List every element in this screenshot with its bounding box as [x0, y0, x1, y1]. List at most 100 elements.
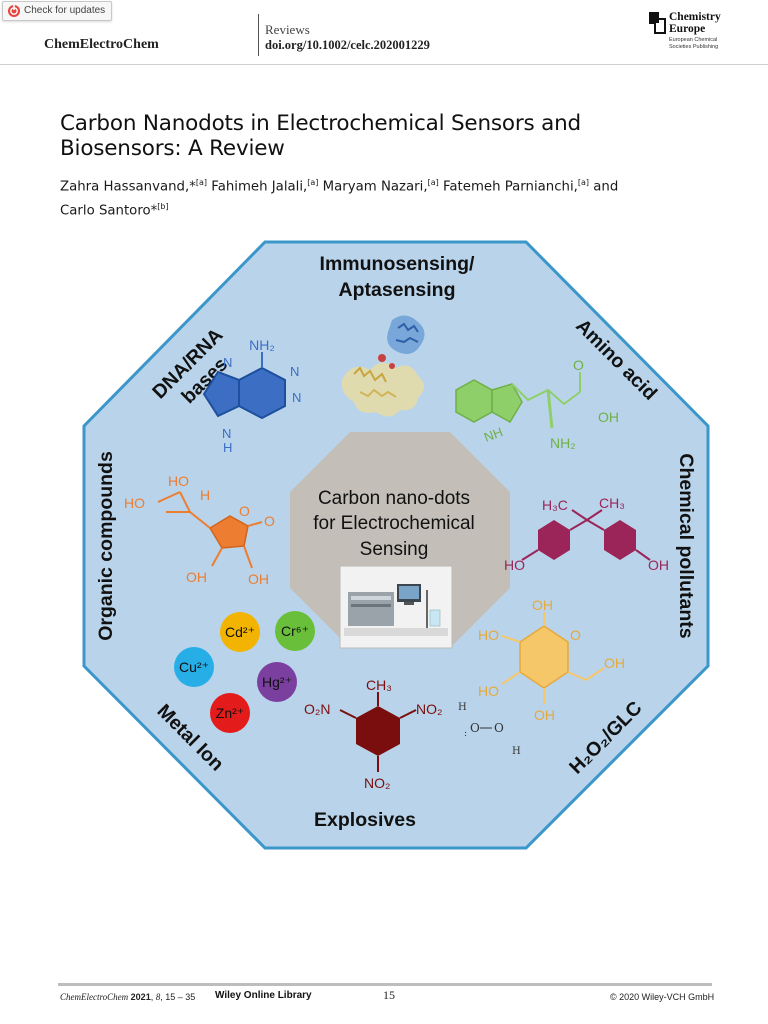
ion-hg-label: Hg²⁺ — [262, 674, 292, 690]
tryptophan-molecule: O OH NH NH₂ — [455, 357, 619, 451]
page-number: 15 — [383, 988, 395, 1002]
glucose-ho-left: HO — [478, 627, 499, 643]
ascorbic-o-carbonyl: O — [264, 513, 275, 529]
adenine-n-2: N — [290, 364, 299, 379]
peroxide-h-1: H — [458, 702, 467, 713]
ion-cr — [275, 611, 315, 651]
bisphenol-h3c: H₃C — [542, 497, 568, 513]
tryptophan-nh2: NH₂ — [550, 435, 576, 451]
publisher-name-line1: Chemistry — [669, 11, 721, 23]
publisher-subtitle: European Chemical Societies Publishing — [669, 37, 739, 51]
ion-zn — [210, 693, 250, 733]
doi-link[interactable]: doi.org/10.1002/celc.202001229 — [265, 38, 430, 52]
tryptophan-o: O — [573, 357, 584, 373]
footer-year: 2021 — [130, 992, 151, 1002]
ion-cu-label: Cu²⁺ — [179, 659, 209, 675]
ascorbic-acid-molecule: HO H HO O O OH OH — [124, 473, 275, 587]
ascorbic-oh-2: OH — [248, 571, 269, 587]
article-title-line2: Biosensors: A Review — [60, 136, 285, 161]
ascorbic-o-ring: O — [239, 503, 250, 519]
tnt-o2n: O₂N — [304, 701, 330, 717]
bisphenol-ho: HO — [504, 557, 525, 573]
hydrogen-peroxide-molecule: H O O H : — [458, 702, 521, 757]
author-name[interactable]: Fahimeh Jalali, — [211, 179, 308, 195]
adenine-n-3: N — [223, 355, 232, 370]
ion-cd-label: Cd²⁺ — [225, 624, 255, 640]
label-chemical-pollutants: Chemical pollutants — [675, 453, 697, 638]
peroxide-h-2: H — [512, 746, 521, 757]
footer-journal: ChemElectroChem — [60, 992, 129, 1002]
header-divider — [258, 14, 259, 56]
metal-ion-group: Cd²⁺ Cr⁶⁺ Cu²⁺ Hg²⁺ Zn²⁺ — [174, 611, 315, 733]
footer-rule — [58, 983, 712, 986]
center-title-line1: Carbon nano-dots — [318, 488, 470, 509]
peroxide-o-2: O — [494, 721, 504, 735]
check-updates-label: Check for updates — [24, 5, 106, 16]
ion-cr-label: Cr⁶⁺ — [281, 623, 309, 639]
peroxide-o-1: O — [470, 721, 480, 735]
header-rule — [0, 64, 768, 65]
author-name[interactable]: Fatemeh Parnianchi, — [442, 179, 578, 195]
chemistry-europe-logo-icon — [649, 12, 666, 34]
ascorbic-ho-left: HO — [124, 495, 145, 511]
article-title: Carbon Nanodots in Electrochemical Senso… — [60, 111, 700, 161]
author-name[interactable]: Carlo Santoro* — [60, 203, 158, 219]
copyright: © 2020 Wiley-VCH GmbH — [610, 992, 715, 1002]
glucose-oh-bottom: OH — [534, 707, 555, 723]
electrochemical-workstation-photo — [339, 565, 453, 649]
center-title-line2: for Electrochemical — [313, 513, 475, 534]
wiley-online-library-link[interactable]: Wiley Online Library — [215, 990, 312, 1001]
author-name[interactable]: Zahra Hassanvand,* — [60, 179, 196, 195]
publisher-subtitle-line1: European Chemical — [669, 37, 718, 43]
ascorbic-oh-1: OH — [186, 569, 207, 585]
adenine-molecule: NH₂ N N N N H — [202, 337, 301, 455]
bisphenol-oh: OH — [648, 557, 669, 573]
tnt-no2-bottom: NO₂ — [364, 775, 390, 791]
glucose-oh-top: OH — [532, 597, 553, 613]
author-affiliation: [a] — [427, 178, 439, 187]
ascorbic-ho-top: HO — [168, 473, 189, 489]
adenine-n-4: N — [222, 426, 231, 441]
publisher-subtitle-line2: Societies Publishing — [669, 44, 719, 50]
glucose-oh-right: OH — [604, 655, 625, 671]
tnt-ch3: CH₃ — [366, 677, 392, 693]
label-immunosensing-line1: Immunosensing/ — [320, 253, 476, 275]
label-explosives: Explosives — [314, 809, 416, 831]
check-for-updates-button[interactable]: Check for updates — [2, 1, 112, 21]
author-affiliation: [b] — [157, 202, 169, 212]
adenine-nh2: NH₂ — [249, 337, 275, 353]
bisphenol-ch3: CH₃ — [599, 495, 625, 511]
section-label: Reviews — [265, 22, 310, 37]
graphical-abstract-figure: Carbon nano-dots for Electrochemical Sen… — [82, 240, 710, 850]
peroxide-lone-pairs: : — [464, 729, 467, 739]
protein-structure-image — [341, 315, 425, 417]
ion-cu — [174, 647, 214, 687]
author-list: Zahra Hassanvand,* [a] Fahimeh Jalali, [a]… — [60, 173, 710, 222]
author-affiliation: [a] — [577, 178, 590, 187]
adenine-h: H — [223, 440, 232, 455]
ion-cd — [220, 612, 260, 652]
glucose-molecule: OH HO O OH HO OH — [478, 597, 625, 723]
ascorbic-h: H — [200, 487, 210, 503]
publisher-name-line2: Europe — [669, 23, 706, 35]
author-separator: and — [589, 179, 619, 195]
author-name[interactable]: Maryam Nazari, — [322, 179, 428, 195]
center-title-line3: Sensing — [360, 539, 429, 560]
glucose-o-ring: O — [570, 627, 581, 643]
tryptophan-oh: OH — [598, 409, 619, 425]
footer-pages: , 15 – 35 — [160, 992, 196, 1002]
tnt-no2-right: NO₂ — [416, 701, 442, 717]
article-title-line1: Carbon Nanodots in Electrochemical Senso… — [60, 111, 581, 136]
label-immunosensing-line2: Aptasensing — [338, 279, 455, 301]
glucose-ho-bottom: HO — [478, 683, 499, 699]
label-organic-compounds: Organic compounds — [95, 451, 117, 641]
tnt-molecule: CH₃ O₂N NO₂ NO₂ — [304, 677, 442, 791]
check-updates-icon — [8, 5, 20, 17]
adenine-n-1: N — [292, 390, 301, 405]
journal-name: ChemElectroChem — [44, 37, 159, 52]
ion-hg — [257, 662, 297, 702]
bisphenol-a-molecule: H₃C CH₃ HO OH — [504, 495, 669, 573]
footer-citation: ChemElectroChem 2021, 8, 15 – 35 — [60, 992, 196, 1002]
tryptophan-nh: NH — [482, 424, 505, 445]
footer-volume: 8 — [155, 992, 161, 1002]
